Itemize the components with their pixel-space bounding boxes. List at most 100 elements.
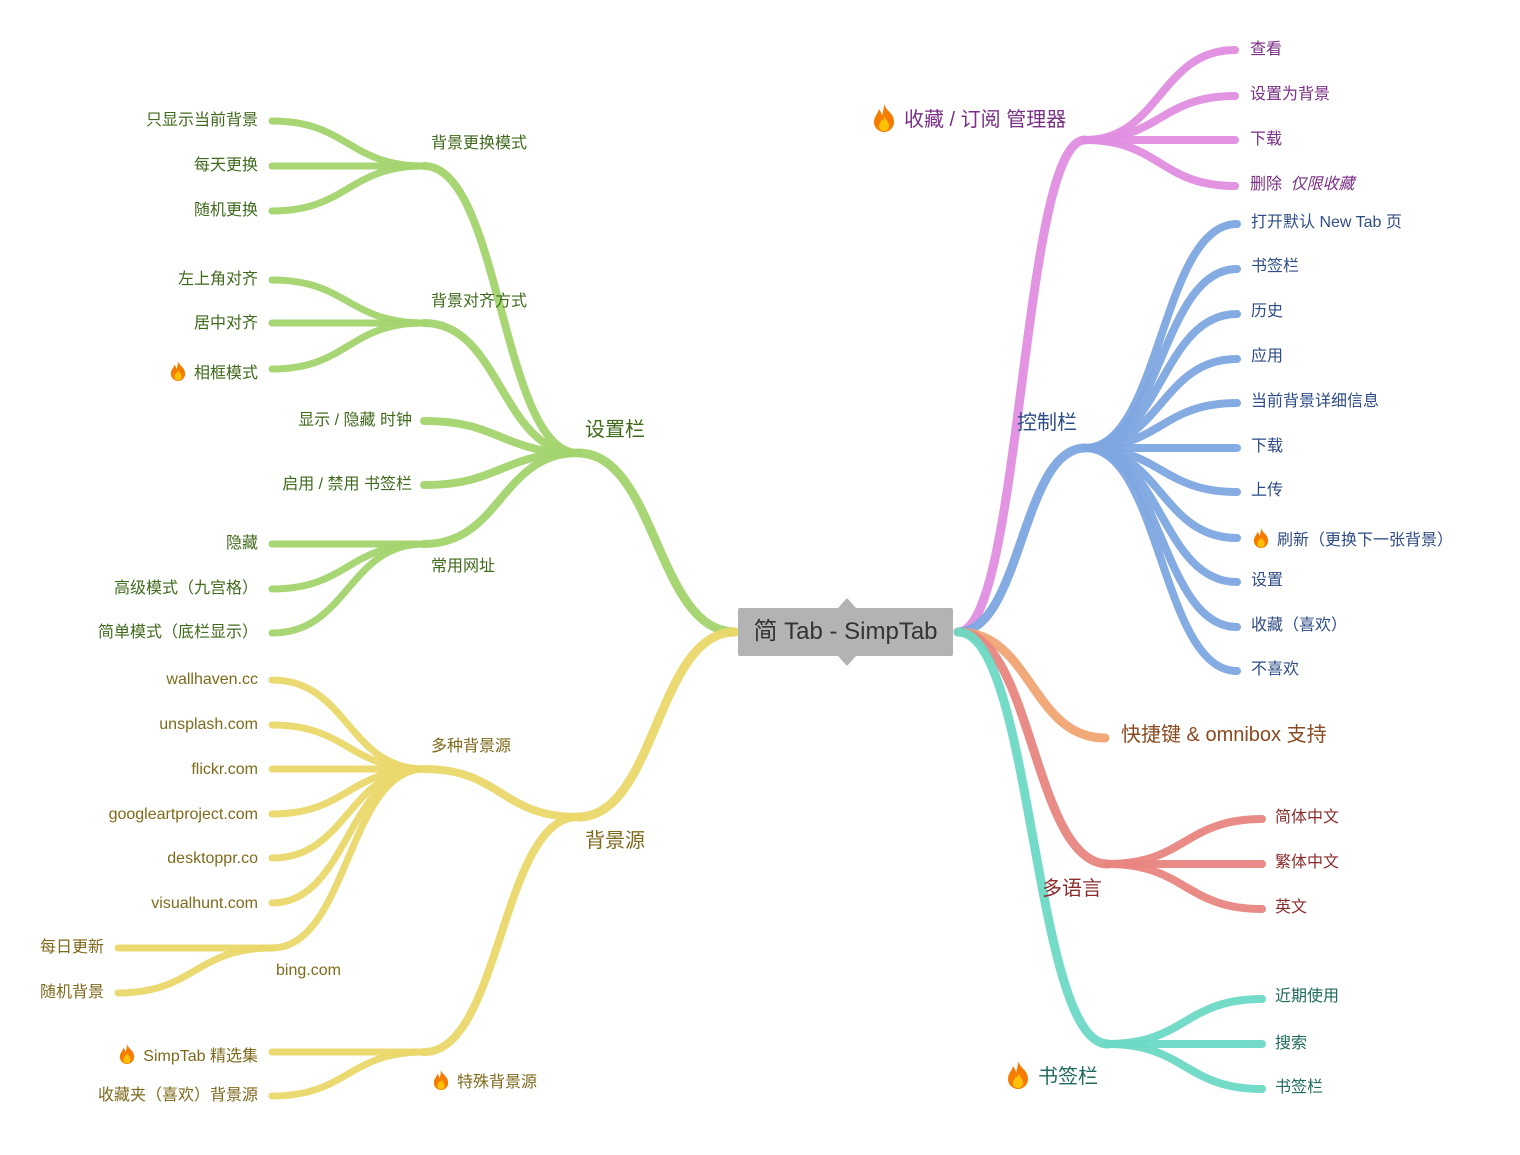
source-item-desktoppr[interactable]: desktoppr.co bbox=[167, 850, 258, 867]
multi-sources-topic[interactable]: 多种背景源 bbox=[431, 738, 512, 755]
special-item-simptab-collection[interactable]: SimpTab 精选集 bbox=[117, 1042, 258, 1067]
common-sites-item-advanced[interactable]: 高级模式（九宫格） bbox=[113, 580, 258, 597]
sub-sources-0 bbox=[420, 765, 582, 821]
control-item-open-default-newtab[interactable]: 打开默认 New Tab 页 bbox=[1251, 214, 1402, 231]
language-item-simplified-chinese[interactable]: 简体中文 bbox=[1275, 809, 1340, 826]
leaf-multi-sources-6 bbox=[268, 765, 428, 952]
bg-align-item-frame[interactable]: 相框模式 bbox=[168, 359, 258, 384]
branch-bookmarks bbox=[953, 627, 1113, 1049]
bg-align-item-top-left[interactable]: 左上角对齐 bbox=[177, 271, 258, 288]
source-item-flickr[interactable]: flickr.com bbox=[191, 761, 258, 778]
control-item-background-details[interactable]: 当前背景详细信息 bbox=[1251, 393, 1380, 410]
leaf-bg-mode-2 bbox=[268, 162, 428, 215]
branch-sources bbox=[573, 627, 740, 822]
source-item-visualhunt[interactable]: visualhunt.com bbox=[151, 895, 258, 912]
bookmarks-item-search[interactable]: 搜索 bbox=[1275, 1035, 1308, 1052]
fire-icon bbox=[1004, 1060, 1032, 1090]
leaf-bg-mode-0 bbox=[268, 117, 428, 170]
sub-sources-1 bbox=[420, 813, 582, 1056]
favorites-item-download[interactable]: 下载 bbox=[1250, 131, 1283, 148]
branch-lines bbox=[114, 46, 1266, 1100]
fire-icon bbox=[1251, 526, 1271, 550]
bg-sources-topic[interactable]: 背景源 bbox=[585, 830, 645, 852]
bookmarks-bar-topic[interactable]: 书签栏 bbox=[1004, 1060, 1098, 1090]
leaf-bg-align-0 bbox=[268, 276, 428, 327]
common-sites-item-hide[interactable]: 隐藏 bbox=[225, 535, 258, 552]
fire-icon bbox=[431, 1068, 451, 1092]
bing-item-random[interactable]: 随机背景 bbox=[39, 984, 104, 1001]
language-item-english[interactable]: 英文 bbox=[1275, 899, 1308, 916]
sub-settings-1 bbox=[420, 319, 582, 457]
special-sources-title: 特殊背景源 bbox=[457, 1074, 538, 1091]
control-item-refresh[interactable]: 刷新（更换下一张背景） bbox=[1251, 526, 1453, 551]
leaf-control-10 bbox=[1081, 444, 1241, 675]
toggle-clock[interactable]: 显示 / 隐藏 时钟 bbox=[298, 412, 412, 429]
bing-topic[interactable]: bing.com bbox=[276, 962, 341, 979]
branch-settings bbox=[573, 448, 740, 637]
control-item-apps[interactable]: 应用 bbox=[1251, 348, 1284, 365]
fire-icon bbox=[117, 1042, 137, 1066]
favorites-delete-label: 删除 bbox=[1250, 176, 1283, 193]
control-item-download[interactable]: 下载 bbox=[1251, 438, 1284, 455]
bing-item-daily[interactable]: 每日更新 bbox=[39, 939, 104, 956]
toggle-bookmarks-bar[interactable]: 启用 / 禁用 书签栏 bbox=[282, 476, 412, 493]
bg-align-item-frame-label: 相框模式 bbox=[193, 365, 258, 382]
control-item-dislike[interactable]: 不喜欢 bbox=[1251, 661, 1300, 678]
bookmarks-item-recent[interactable]: 近期使用 bbox=[1275, 988, 1340, 1005]
special-item-favorites-source[interactable]: 收藏夹（喜欢）背景源 bbox=[97, 1087, 258, 1104]
special-sources-topic[interactable]: 特殊背景源 bbox=[431, 1068, 537, 1093]
control-item-bookmarks[interactable]: 书签栏 bbox=[1251, 258, 1300, 275]
favorites-manager-title: 收藏 / 订阅 管理器 bbox=[904, 109, 1067, 131]
root-topic[interactable]: 简 Tab - SimpTab bbox=[738, 608, 953, 656]
leaf-favorites-3 bbox=[1081, 136, 1239, 190]
branch-favorites bbox=[953, 135, 1090, 637]
bg-align-item-center[interactable]: 居中对齐 bbox=[193, 315, 258, 332]
leaf-bing-1 bbox=[114, 944, 276, 997]
control-bar-topic[interactable]: 控制栏 bbox=[1017, 412, 1077, 434]
shortcut-omnibox-topic[interactable]: 快捷键 & omnibox 支持 bbox=[1121, 724, 1327, 746]
source-item-wallhaven[interactable]: wallhaven.cc bbox=[166, 671, 258, 688]
root-notch-top bbox=[838, 598, 856, 608]
bg-mode-item-random[interactable]: 随机更换 bbox=[193, 202, 258, 219]
favorites-item-delete[interactable]: 删除 仅限收藏 bbox=[1250, 175, 1354, 195]
sub-settings-4 bbox=[420, 449, 582, 548]
favorites-item-set-background[interactable]: 设置为背景 bbox=[1250, 86, 1331, 103]
common-sites-topic[interactable]: 常用网址 bbox=[431, 558, 496, 575]
leaf-bg-align-2 bbox=[268, 319, 428, 373]
sub-settings-0 bbox=[420, 162, 582, 457]
sub-settings-2 bbox=[420, 417, 582, 457]
branch-language bbox=[953, 627, 1113, 869]
control-item-like[interactable]: 收藏（喜欢） bbox=[1251, 617, 1348, 634]
leaf-control-0 bbox=[1081, 220, 1241, 452]
leaf-special-1 bbox=[268, 1048, 428, 1100]
control-item-upload[interactable]: 上传 bbox=[1251, 482, 1284, 499]
root-notch-bottom bbox=[838, 656, 856, 666]
bg-align-topic[interactable]: 背景对齐方式 bbox=[431, 293, 528, 310]
special-item-simptab-collection-label: SimpTab 精选集 bbox=[143, 1048, 258, 1065]
control-item-history[interactable]: 历史 bbox=[1251, 303, 1284, 320]
leaf-bookmarks-0 bbox=[1104, 995, 1266, 1048]
source-item-unsplash[interactable]: unsplash.com bbox=[159, 716, 258, 733]
leaf-language-0 bbox=[1104, 815, 1266, 868]
favorites-delete-note: 仅限收藏 bbox=[1290, 176, 1355, 193]
common-sites-item-simple[interactable]: 简单模式（底栏显示） bbox=[97, 624, 258, 641]
favorites-manager-topic[interactable]: 收藏 / 订阅 管理器 bbox=[870, 103, 1066, 133]
bookmarks-bar-title: 书签栏 bbox=[1038, 1066, 1098, 1088]
bg-mode-item-current-only[interactable]: 只显示当前背景 bbox=[145, 112, 258, 129]
leaf-common-sites-2 bbox=[268, 540, 428, 637]
branch-control bbox=[953, 443, 1090, 637]
favorites-item-view[interactable]: 查看 bbox=[1250, 41, 1283, 58]
fire-icon bbox=[870, 103, 898, 133]
bookmarks-item-bookmarks[interactable]: 书签栏 bbox=[1275, 1079, 1324, 1096]
language-topic[interactable]: 多语言 bbox=[1042, 878, 1102, 900]
control-item-settings[interactable]: 设置 bbox=[1251, 572, 1284, 589]
source-item-googleartproject[interactable]: googleartproject.com bbox=[108, 806, 258, 823]
settings-bar-topic[interactable]: 设置栏 bbox=[585, 419, 645, 441]
bg-mode-item-daily[interactable]: 每天更换 bbox=[193, 157, 258, 174]
language-item-traditional-chinese[interactable]: 繁体中文 bbox=[1275, 854, 1340, 871]
bg-mode-topic[interactable]: 背景更换模式 bbox=[431, 135, 528, 152]
fire-icon bbox=[168, 359, 188, 383]
leaf-bookmarks-2 bbox=[1104, 1040, 1266, 1093]
leaf-language-2 bbox=[1104, 860, 1266, 913]
